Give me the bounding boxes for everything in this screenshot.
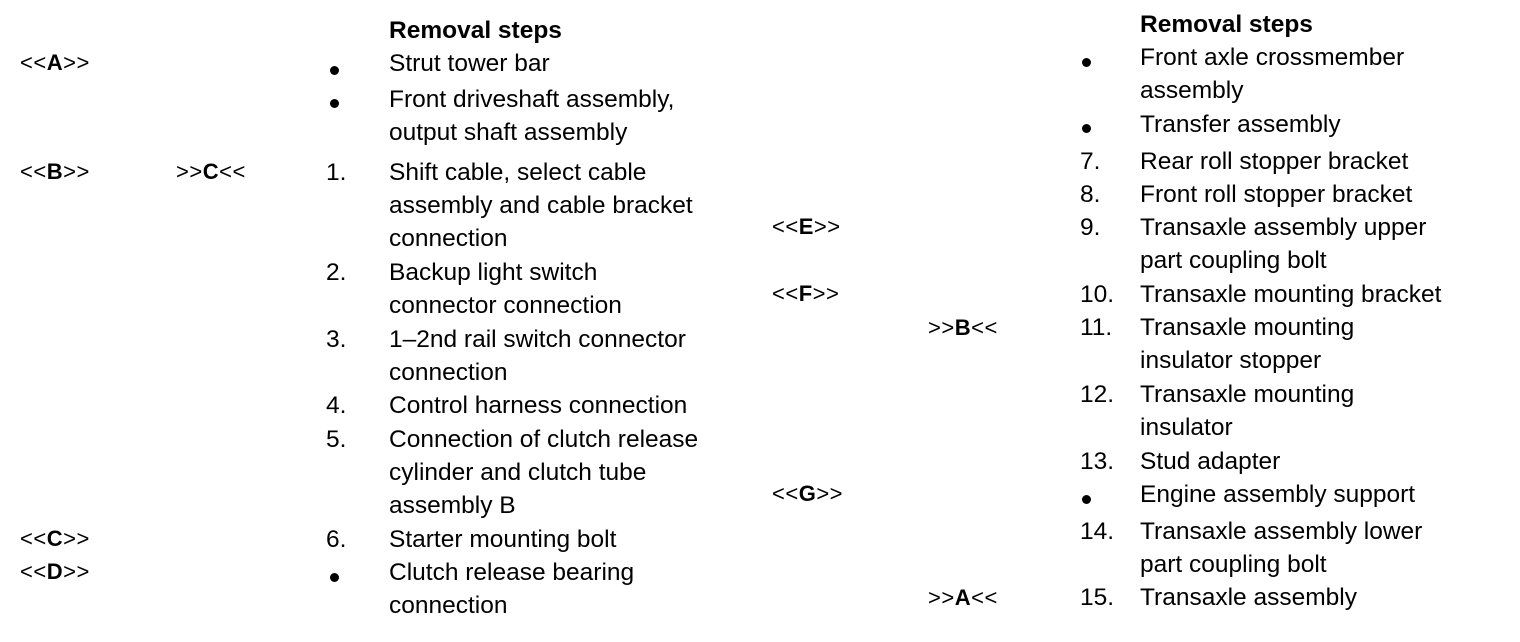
step-number: 15.	[1080, 584, 1115, 611]
step-text: Rear roll stopper bracket	[1140, 148, 1409, 175]
step-text: cylinder and clutch tube	[389, 459, 647, 486]
ref-a-install: >>A<<	[928, 585, 998, 610]
step-text: Strut tower bar	[389, 50, 550, 77]
step-number: 6.	[326, 526, 347, 553]
step-text: assembly	[1140, 77, 1244, 104]
step-text: Transaxle mounting bracket	[1140, 281, 1442, 308]
step-text: connection	[389, 359, 508, 386]
step-text: assembly and cable bracket	[389, 192, 693, 219]
step-number: 9.	[1080, 214, 1101, 241]
step-number: 5.	[326, 426, 347, 453]
step-text: Transaxle assembly upper	[1140, 214, 1427, 241]
ref-f: <<F>>	[772, 281, 840, 306]
step-text: Stud adapter	[1140, 448, 1281, 475]
step-text: Connection of clutch release	[389, 426, 699, 453]
step-number: 10.	[1080, 281, 1115, 308]
step-text: Front axle crossmember	[1140, 44, 1405, 71]
step-text: Control harness connection	[389, 392, 688, 419]
step-number: 1.	[326, 159, 347, 186]
step-text: Engine assembly support	[1140, 481, 1416, 508]
ref-a: <<A>>	[20, 50, 90, 75]
ref-b-install: >>B<<	[928, 315, 998, 340]
step-text: Shift cable, select cable	[389, 159, 647, 186]
step-text: insulator stopper	[1140, 347, 1322, 374]
step-number: 3.	[326, 326, 347, 353]
ref-e: <<E>>	[772, 214, 841, 239]
ref-d: <<D>>	[20, 559, 90, 584]
step-text: Starter mounting bolt	[389, 526, 617, 553]
step-number: 13.	[1080, 448, 1115, 475]
step-text: connection	[389, 225, 508, 252]
bullet-marker	[330, 99, 339, 108]
step-text: Backup light switch	[389, 259, 598, 286]
step-text: Transfer assembly	[1140, 111, 1341, 138]
step-text: part coupling bolt	[1140, 247, 1327, 274]
step-text: connector connection	[389, 292, 622, 319]
step-text: connection	[389, 592, 508, 619]
bullet-marker	[330, 573, 339, 582]
ref-b: <<B>>	[20, 159, 90, 184]
step-text: Transaxle mounting	[1140, 314, 1355, 341]
step-number: 12.	[1080, 381, 1115, 408]
step-number: 11.	[1080, 314, 1113, 341]
step-text: assembly B	[389, 492, 516, 519]
bullet-marker	[1082, 124, 1091, 133]
step-text: insulator	[1140, 414, 1233, 441]
bullet-marker	[1082, 495, 1091, 504]
step-text: 1–2nd rail switch connector	[389, 326, 686, 353]
step-number: 7.	[1080, 148, 1101, 175]
step-number: 14.	[1080, 518, 1115, 545]
ref-g: <<G>>	[772, 481, 844, 506]
ref-c-install: >>C<<	[176, 159, 246, 184]
step-text: Front driveshaft assembly,	[389, 86, 675, 113]
ref-c: <<C>>	[20, 526, 90, 551]
step-text: part coupling bolt	[1140, 551, 1327, 578]
bullet-marker	[1082, 58, 1091, 67]
step-text: Clutch release bearing	[389, 559, 635, 586]
step-text: Transaxle assembly lower	[1140, 518, 1423, 545]
bullet-marker	[330, 66, 339, 75]
step-text: Transaxle assembly	[1140, 584, 1357, 611]
left-header: Removal steps	[389, 17, 562, 44]
step-text: Front roll stopper bracket	[1140, 181, 1413, 208]
right-header: Removal steps	[1140, 11, 1313, 38]
step-number: 4.	[326, 392, 347, 419]
step-text: Transaxle mounting	[1140, 381, 1355, 408]
step-text: output shaft assembly	[389, 119, 628, 146]
step-number: 8.	[1080, 181, 1101, 208]
step-number: 2.	[326, 259, 347, 286]
